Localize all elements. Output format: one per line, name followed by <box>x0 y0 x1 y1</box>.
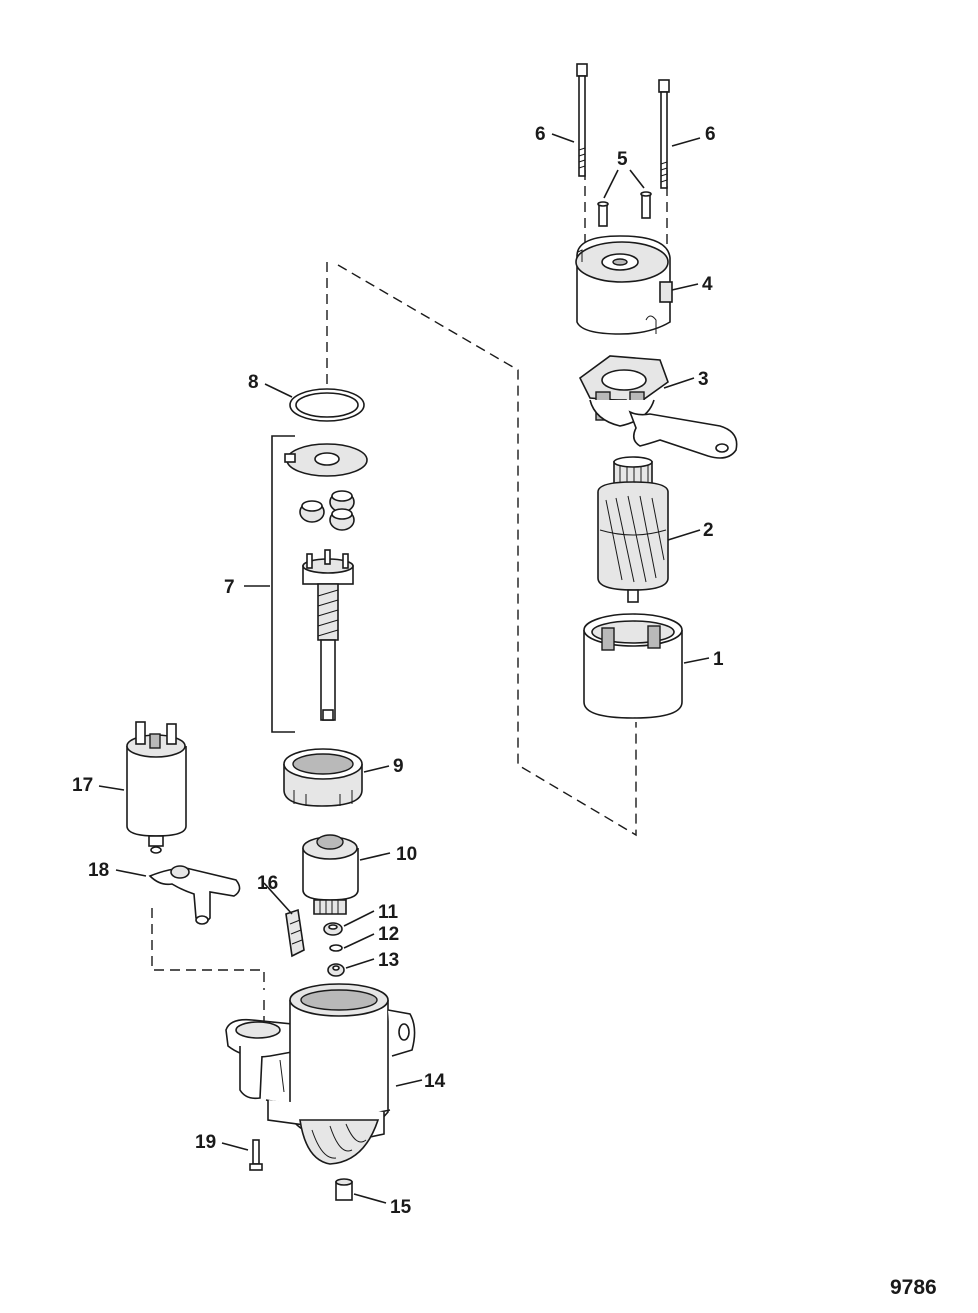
mounting-bolt <box>249 1139 263 1171</box>
callout-19: 19 <box>195 1132 216 1153</box>
callout-13: 13 <box>378 950 399 971</box>
callout-16: 16 <box>257 873 278 894</box>
drive-pinion <box>302 834 359 915</box>
figure-number: 9786 <box>890 1276 937 1299</box>
armature <box>597 456 669 603</box>
callout-7: 7 <box>224 577 235 598</box>
bushing <box>335 1178 353 1201</box>
gear-plate <box>284 443 368 477</box>
o-ring <box>289 388 365 422</box>
field-frame <box>583 613 683 719</box>
through-bolt-right <box>658 79 670 189</box>
drive-housing <box>225 983 416 1165</box>
callout-6-left: 6 <box>535 124 546 145</box>
callout-3: 3 <box>698 369 709 390</box>
part-7-bracket <box>271 435 295 733</box>
ring-gear <box>283 748 363 807</box>
callout-4: 4 <box>702 274 713 295</box>
callout-10: 10 <box>396 844 417 865</box>
callout-18: 18 <box>88 860 109 881</box>
callout-2: 2 <box>703 520 714 541</box>
output-shaft <box>302 549 354 721</box>
brush-holder <box>578 355 738 459</box>
callout-5: 5 <box>617 149 628 170</box>
small-screws <box>597 191 652 227</box>
callout-9: 9 <box>393 756 404 777</box>
collar <box>323 922 343 936</box>
callout-14: 14 <box>424 1071 446 1092</box>
callout-1: 1 <box>713 649 724 670</box>
planet-gears <box>299 490 355 531</box>
shift-lever <box>148 865 241 925</box>
end-cap <box>575 235 673 335</box>
leader-lines <box>98 133 710 1204</box>
callout-labels: 1 2 3 4 5 6 6 7 8 9 10 11 12 13 14 15 16… <box>72 124 724 1218</box>
callout-17: 17 <box>72 775 93 796</box>
stop-collar <box>327 963 345 977</box>
callout-11: 11 <box>378 902 399 923</box>
snap-ring <box>329 944 343 952</box>
callout-8: 8 <box>248 372 259 393</box>
solenoid <box>126 721 187 854</box>
callout-15: 15 <box>390 1197 412 1218</box>
callout-12: 12 <box>378 924 399 945</box>
callout-6-right: 6 <box>705 124 716 145</box>
seal-plate <box>285 908 305 958</box>
through-bolt-left <box>576 63 588 177</box>
